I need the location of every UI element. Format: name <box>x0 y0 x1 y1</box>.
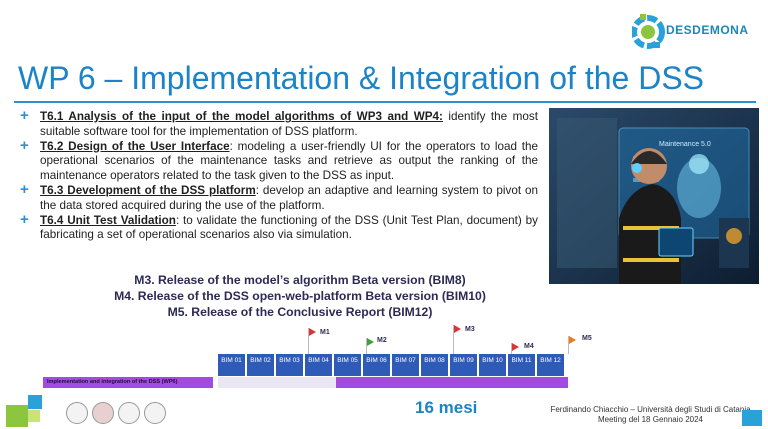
flag-pole <box>366 338 367 354</box>
task-item: + T6.3 Development of the DSS platform: … <box>18 180 538 214</box>
flag-pole <box>511 343 512 354</box>
duration-label: 16 mesi <box>415 398 478 417</box>
bim-cell: BIM 12 <box>537 354 565 376</box>
task-text: identify the most suitable software tool… <box>40 110 538 138</box>
flag-label: M3 <box>465 326 475 333</box>
wp6-bar-gap <box>218 377 336 388</box>
plus-icon: + <box>20 136 29 154</box>
task-text: : to validate the functioning of the DSS… <box>40 213 538 242</box>
milestone-list: M3. Release of the model’s algorithm Bet… <box>60 272 540 320</box>
partner-logo <box>66 402 88 424</box>
partner-logo <box>144 402 166 424</box>
task-heading: T6.3 Development of the DSS platform <box>40 183 256 197</box>
milestone-text: M5. Release of the Conclusive Report (BI… <box>167 305 433 319</box>
title-divider <box>14 101 756 103</box>
task-list: + T6.1 Analysis of the input of the mode… <box>18 107 538 244</box>
task-heading: T6.2 Design of the User Interface <box>40 139 230 153</box>
bim-cell: BIM 02 <box>247 354 275 376</box>
flag-icon <box>512 343 519 351</box>
bim-cell: BIM 03 <box>276 354 304 376</box>
decor-square <box>742 410 762 426</box>
plus-icon: + <box>20 180 29 198</box>
wp6-bar <box>43 377 213 388</box>
task-item: + T6.4 Unit Test Validation: to validate… <box>18 210 538 244</box>
bim-cell: BIM 07 <box>392 354 420 376</box>
plus-icon: + <box>20 210 29 228</box>
decor-square <box>6 405 28 427</box>
flag-icon <box>367 338 374 346</box>
plus-icon: + <box>20 107 29 124</box>
task-heading: T6.4 Unit Test Validation <box>40 213 176 227</box>
bim-cell: BIM 05 <box>334 354 362 376</box>
desdemona-logo <box>632 14 665 49</box>
partner-logo <box>92 402 114 424</box>
wp6-bar-label: Implementation and integration of the DS… <box>47 379 178 385</box>
screen-label: Maintenance 5.0 <box>659 141 711 148</box>
bim-cell: BIM 09 <box>450 354 478 376</box>
flag-pole <box>453 325 454 354</box>
wp6-bar-continued <box>336 377 568 388</box>
footer-author: Ferdinando Chiacchio – Università degli … <box>550 405 751 414</box>
milestone-text: M3. Release of the model’s algorithm Bet… <box>134 273 466 287</box>
flag-icon <box>454 325 461 333</box>
bim-cell: BIM 10 <box>479 354 507 376</box>
flag-pole <box>568 336 569 354</box>
task-heading: T6.1 Analysis of the input of the model … <box>40 110 443 123</box>
footer-meeting: Meeting del 18 Gennaio 2024 <box>598 415 703 424</box>
bim-cell: BIM 04 <box>305 354 333 376</box>
flag-pole <box>308 328 309 354</box>
bim-cell: BIM 01 <box>218 354 246 376</box>
task-text: : develop an adaptive and learning syste… <box>40 183 538 212</box>
flag-label: M4 <box>524 343 534 350</box>
partner-logo <box>118 402 140 424</box>
task-item: + T6.1 Analysis of the input of the mode… <box>18 107 538 140</box>
flag-label: M5 <box>582 335 592 342</box>
decor-square <box>28 410 40 422</box>
flag-icon <box>569 336 576 344</box>
flag-label: M1 <box>320 329 330 336</box>
task-item: + T6.2 Design of the User Interface: mod… <box>18 136 538 184</box>
logo-text: DESDEMONA <box>666 23 749 37</box>
milestone-text: M4. Release of the DSS open-web-platform… <box>114 289 486 303</box>
engineer-illustration: Maintenance 5.0 <box>549 108 759 284</box>
decor-square <box>28 395 42 409</box>
bim-cell: BIM 08 <box>421 354 449 376</box>
slide-title: WP 6 – Implementation & Integration of t… <box>18 60 704 96</box>
bim-cell: BIM 11 <box>508 354 536 376</box>
bim-cell: BIM 06 <box>363 354 391 376</box>
flag-icon <box>309 328 316 336</box>
footer: Ferdinando Chiacchio – Università degli … <box>538 405 763 425</box>
task-text: : modeling a user-friendly UI for the op… <box>40 139 538 183</box>
flag-label: M2 <box>377 337 387 344</box>
